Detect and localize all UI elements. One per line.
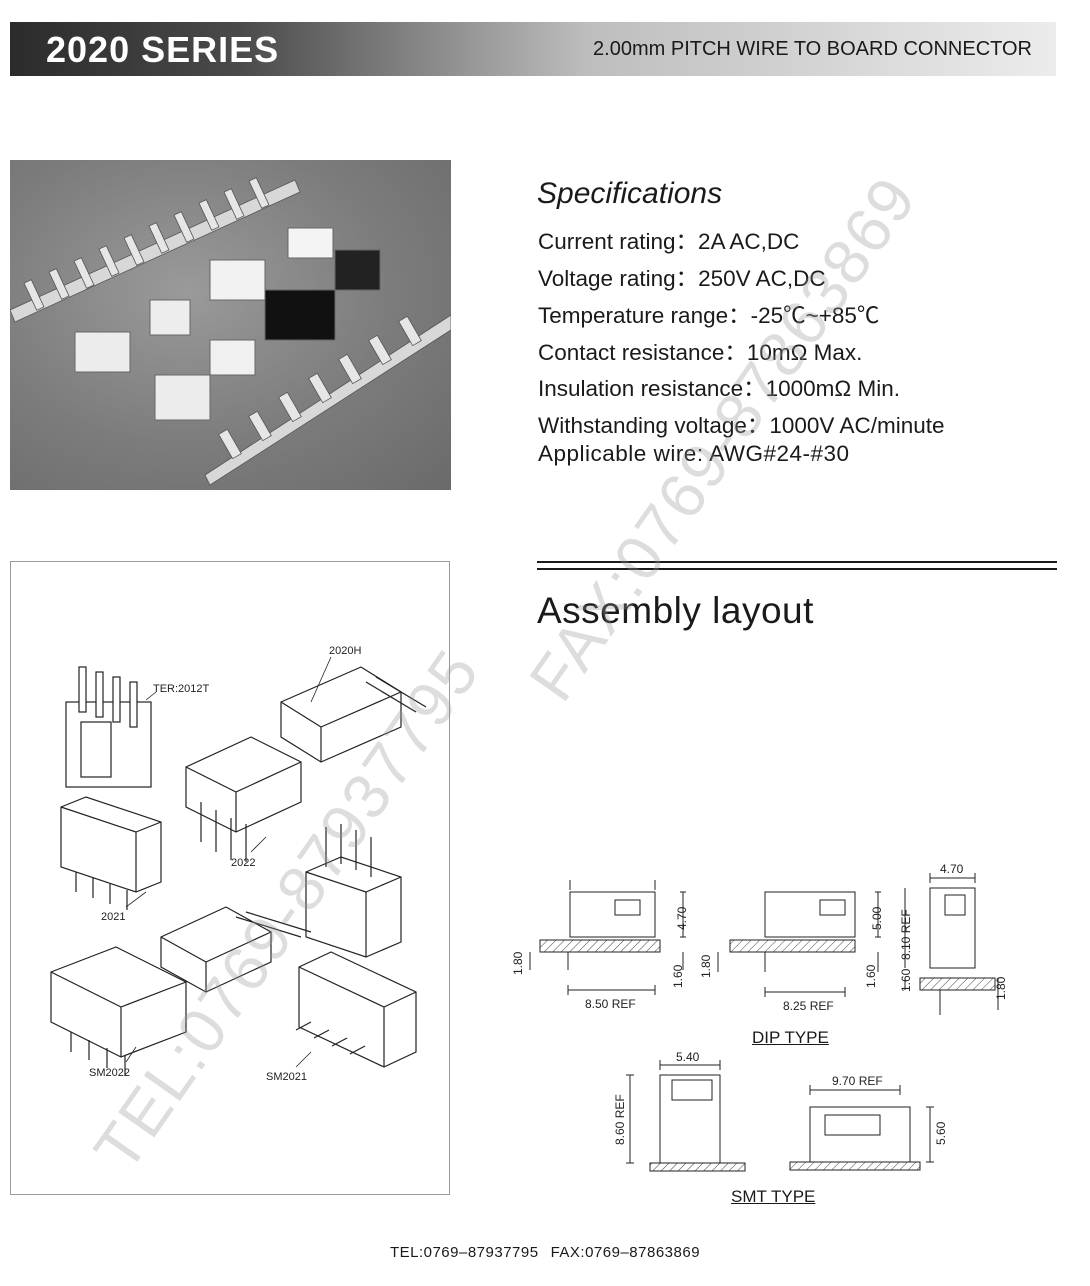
dim-smt2-height: 5.60 (934, 1121, 948, 1145)
housing-middle-drawing (160, 906, 312, 993)
smt-drawing-2 (789, 1085, 934, 1171)
dip-type-drawings: 4.70 1.80 1.60 8.50 REF 5.00 1.80 1.60 8… (511, 862, 1008, 1015)
dim-dip1-height: 4.70 (675, 906, 689, 930)
connector-drawing-panel: TER:2012T 2020H 2022 2021 SM2022 SM2021 (10, 561, 450, 1195)
header-2022-drawing (185, 736, 302, 862)
series-subtitle: 2.00mm PITCH WIRE TO BOARD CONNECTOR (593, 38, 1032, 60)
spec-contact-resistance: Contact resistance：10mΩ Max. (538, 340, 863, 365)
label-ter-2012t: TER:2012T (153, 683, 210, 695)
ter-2012t-drawing (65, 666, 152, 788)
dim-smt2-ref: 9.70 REF (832, 1074, 883, 1088)
footer-fax: FAX:0769–87863869 (550, 1244, 701, 1261)
spec-current-rating: Current rating：2A AC,DC (538, 229, 800, 254)
dim-dip2-pin-left: 1.80 (699, 954, 713, 978)
spec-insulation-resistance: Insulation resistance：1000mΩ Min. (538, 376, 900, 401)
spec-applicable-wire: Applicable wire: AWG#24-#30 (538, 441, 850, 466)
dim-smt1-width: 5.40 (676, 1050, 700, 1064)
footer-contact: TEL:0769–87937795 FAX:0769–87863869 (0, 1244, 1090, 1261)
spec-withstanding-voltage: Withstanding voltage：1000V AC/minute (538, 413, 945, 438)
dip-drawing-1 (529, 880, 686, 995)
spec-voltage-rating: Voltage rating：250V AC,DC (538, 266, 826, 291)
label-2020h: 2020H (329, 645, 361, 657)
sm2021-drawing (295, 951, 417, 1068)
dim-dip1-pin-right: 1.60 (671, 964, 685, 988)
label-2021: 2021 (101, 911, 125, 923)
sm2022-drawing (50, 946, 187, 1076)
housing-2020h-drawing (280, 666, 427, 763)
dim-dip2-pin-right: 1.60 (864, 964, 878, 988)
assembly-layout-title: Assembly layout (537, 590, 814, 631)
dim-dip1-pin-left: 1.80 (511, 951, 525, 975)
product-photo (10, 160, 451, 490)
dim-dip3-width: 4.70 (940, 862, 964, 876)
dip-drawing-2 (717, 891, 881, 997)
specifications-title: Specifications (537, 177, 723, 210)
label-sm2022: SM2022 (89, 1067, 130, 1079)
connector-line-drawings: TER:2012T 2020H 2022 2021 SM2022 SM2021 (50, 645, 427, 1083)
header-bar (10, 22, 1056, 76)
dim-smt1-height: 8.60 REF (613, 1094, 627, 1145)
label-sm2021: SM2021 (266, 1071, 307, 1083)
dim-dip3-pin-left: 1.60 (899, 968, 913, 992)
smt-drawing-1 (626, 1060, 746, 1172)
smt-type-drawings: 5.40 8.60 REF 9.70 REF 5.60 (613, 1050, 948, 1172)
footer-tel: TEL:0769–87937795 (389, 1244, 539, 1261)
dip-type-label: DIP TYPE (752, 1028, 829, 1047)
product-photo-art (10, 177, 451, 486)
housing-vertical-drawing (305, 824, 402, 958)
label-2022: 2022 (231, 857, 255, 869)
divider-rule-top (537, 561, 1057, 563)
dim-dip3-pin-right: 1.80 (994, 976, 1008, 1000)
smt-type-label: SMT TYPE (731, 1187, 816, 1206)
spec-temperature-range: Temperature range：-25℃~+85℃ (538, 303, 880, 328)
series-title: 2020 SERIES (46, 29, 280, 70)
dip-drawing-3 (904, 873, 999, 1015)
dim-dip1-ref: 8.50 REF (585, 997, 636, 1011)
header-2021-drawing (60, 796, 162, 910)
dim-dip2-height: 5.00 (870, 906, 884, 930)
dim-dip3-height: 8.10 REF (899, 909, 913, 960)
dim-dip2-ref: 8.25 REF (783, 999, 834, 1013)
divider-rule-bottom (537, 568, 1057, 570)
connector-housings (74, 227, 381, 421)
terminal-strip-upper (10, 177, 301, 323)
terminal-strip-lower (204, 314, 451, 486)
